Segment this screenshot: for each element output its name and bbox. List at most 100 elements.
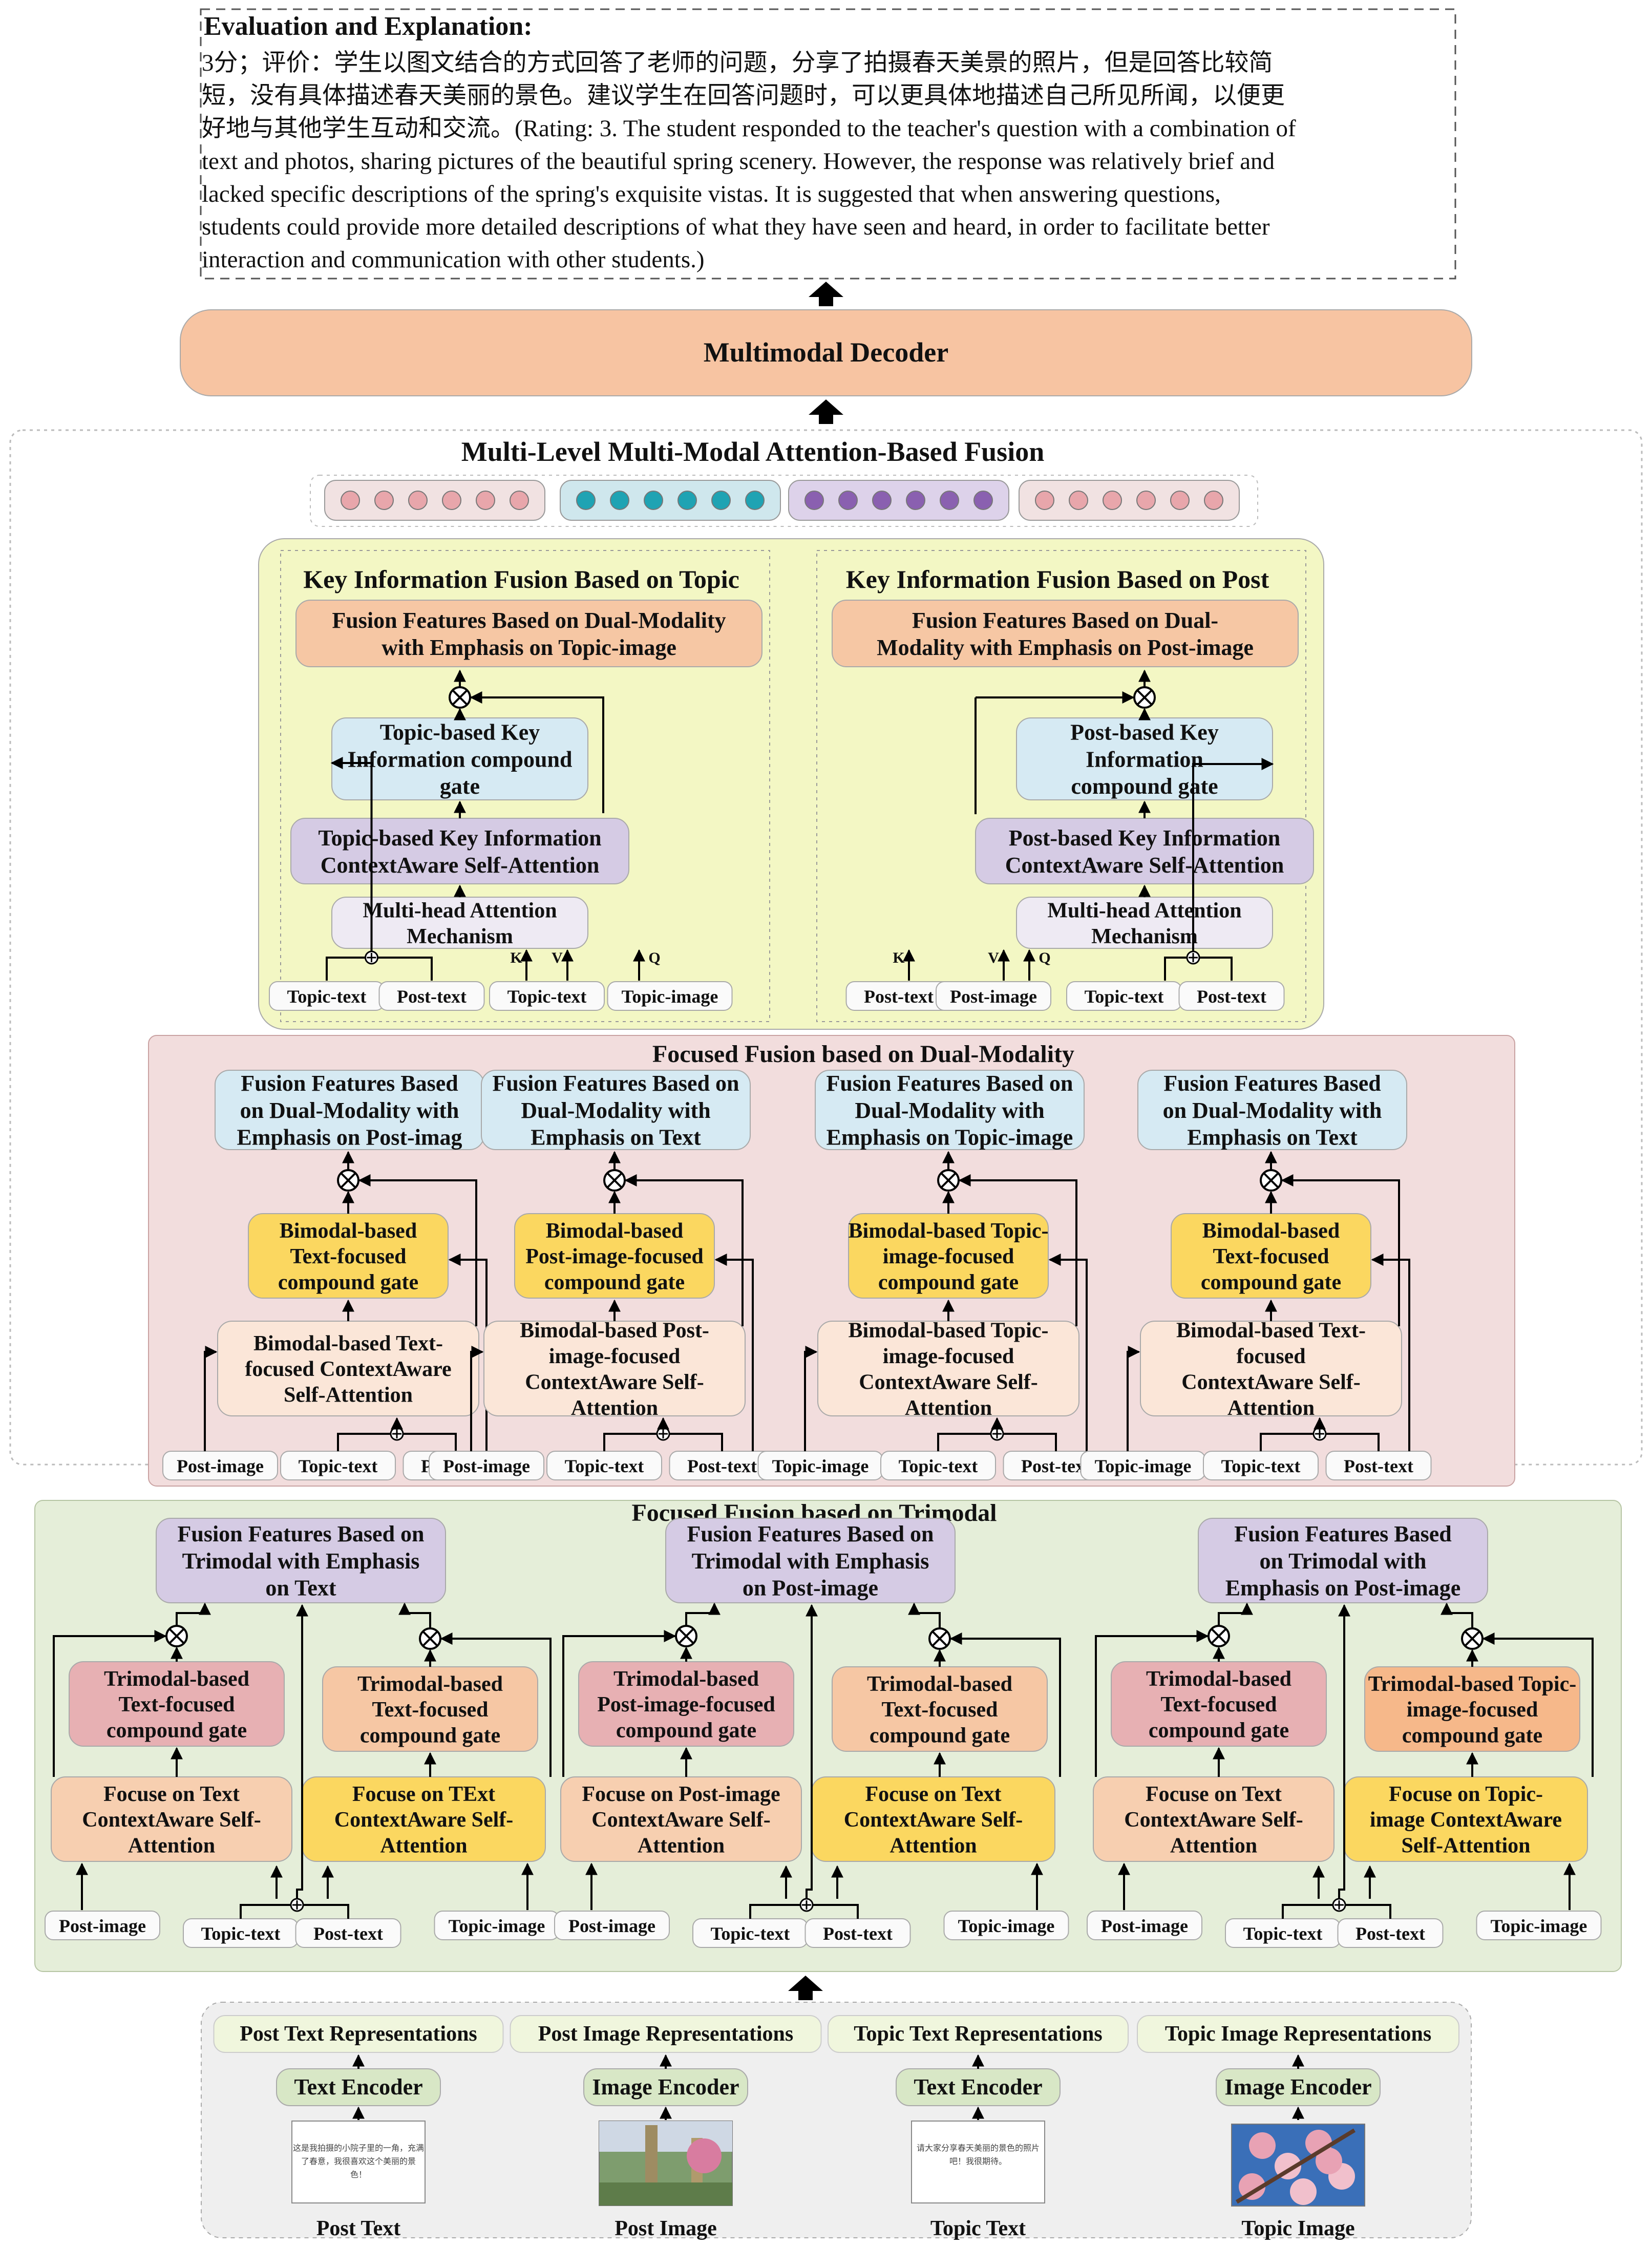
tri-group-2-input-0-label: Post-image	[1101, 1916, 1188, 1936]
key-post-gate-box-label: Information	[1086, 747, 1203, 772]
dual-col-0-fusion-box-label: on Dual-Modality with	[240, 1098, 459, 1123]
key-topic-input-3	[607, 981, 733, 1011]
fusion-title: Multi-Level Multi-Modal Attention-Based …	[461, 436, 1044, 467]
dual-col-1-input-2-label: Post-text	[687, 1456, 757, 1476]
dual-col-0-add-right	[403, 1433, 457, 1451]
feature-dot	[341, 491, 360, 510]
feature-dot	[1204, 491, 1223, 510]
tri-group-1-gate-left-label: Trimodal-based	[613, 1667, 759, 1691]
tri-group-0-input-0-label: Post-image	[59, 1916, 146, 1936]
key-topic-input-2	[489, 981, 605, 1011]
tri-group-0-input-3-label: Topic-image	[449, 1916, 545, 1936]
decoder-label: Multimodal Decoder	[704, 337, 948, 368]
dual-col-3-input-0-label: Topic-image	[1095, 1456, 1192, 1476]
tri-group-2-attn-left	[1093, 1776, 1335, 1862]
dual-col-2-fusion-box-label: Fusion Features Based on	[826, 1071, 1073, 1096]
evaluation-line: text and photos, sharing pictures of the…	[202, 148, 1275, 175]
encoder-col-2-doc-line: 请大家分享春天美丽的景色的照片	[917, 2144, 1040, 2153]
key-topic-input-3-label: Topic-image	[622, 986, 718, 1007]
dual-col-2-attn-box-label: ContextAware Self-	[859, 1370, 1038, 1394]
dual-col-2-text-in	[1048, 1254, 1088, 1451]
dual-col-2-fusion-box-label: Emphasis on Topic-image	[827, 1125, 1073, 1150]
evaluation-line: 好地与其他学生互动和交流。(Rating: 3. The student res…	[202, 115, 1296, 142]
tri-group-1-attn-right-label: Attention	[889, 1834, 977, 1858]
key-topic-title: Key Information Fusion Based on Topic	[303, 565, 739, 593]
tri-group-1-input-1-label: Topic-text	[711, 1923, 790, 1944]
encoder-col-2-caption: Topic Text	[930, 2217, 1026, 2240]
dual-col-3-gate-box-label: Text-focused	[1213, 1245, 1329, 1268]
dual-col-3-text-in	[1371, 1254, 1410, 1451]
key-post-residual	[1192, 758, 1274, 951]
tri-group-2-arrow-left	[1218, 1602, 1253, 1626]
key-post-fusion-box-label: Fusion Features Based on Dual-	[912, 608, 1218, 633]
dual-col-0-gate-box-label: Text-focused	[290, 1245, 406, 1268]
dual-col-3-attn-box-label: ContextAware Self-	[1181, 1370, 1361, 1394]
feature-vector-3	[1019, 480, 1240, 521]
feature-dot	[442, 491, 461, 510]
tri-group-1-gate-left-label: compound gate	[616, 1719, 756, 1743]
key-post-frame	[816, 550, 1306, 1022]
key-topic-multiply-x2	[452, 689, 468, 706]
encoder-col-3-photo-blossom	[1316, 2148, 1342, 2174]
feature-dot	[1069, 491, 1088, 510]
tri-group-0-gate-left-label: compound gate	[107, 1719, 247, 1743]
dual-col-1-gate-box-label: compound gate	[544, 1271, 685, 1295]
key-topic-frame	[280, 550, 770, 1022]
tri-group-0-attn-right-label: Focuse on TExt	[352, 1783, 495, 1806]
dual-col-2-attn-box-label: Attention	[905, 1396, 992, 1420]
key-topic-input-0-label: Topic-text	[287, 986, 367, 1007]
encoder-col-3-photo-blossom	[1290, 2178, 1317, 2205]
dual-col-0-input-0-label: Post-image	[177, 1456, 264, 1476]
key-topic-fusion-box	[295, 600, 763, 667]
dual-col-2-add-left	[937, 1433, 991, 1451]
tri-group-1-arrow-right	[908, 1602, 941, 1628]
tri-group-2-loop-right	[1482, 1633, 1594, 1777]
tri-group-2-attn-right-label: image ContextAware	[1370, 1808, 1562, 1832]
key-post-gate-box-label: Post-based Key	[1070, 720, 1219, 745]
encoder-col-2-document	[911, 2121, 1045, 2203]
feature-dot	[711, 491, 731, 510]
key-post-fusion-box	[832, 600, 1299, 667]
tri-group-0-fusion-box-label: Trimodal with Emphasis	[182, 1549, 420, 1574]
dual-col-3-fusion-box-label: on Dual-Modality with	[1163, 1098, 1382, 1123]
tri-group-0-add-right	[303, 1904, 349, 1919]
tri-group-1-attn-left-label: Attention	[638, 1834, 725, 1858]
key-post-v: V	[988, 949, 999, 966]
dual-col-0-loop	[358, 1174, 477, 1326]
dual-col-1-loop	[624, 1174, 744, 1326]
dual-col-1-fusion-box-label: Dual-Modality with	[521, 1098, 710, 1123]
dual-col-3-multiply-x2	[1263, 1172, 1279, 1189]
key-post-q: Q	[1039, 949, 1050, 966]
feature-dot	[838, 491, 858, 510]
encoder-col-2-encoder-label: Text Encoder	[914, 2074, 1042, 2100]
dual-col-2-input-2-label: Post-text	[1021, 1456, 1091, 1476]
key-topic-gate-box-label: Information compound	[348, 747, 573, 772]
key-topic-attn-box-label: ContextAware Self-Attention	[321, 853, 600, 878]
tri-group-1-gate-right-label: Text-focused	[881, 1698, 998, 1722]
tri-group-2-input-1-label: Topic-text	[1243, 1923, 1323, 1944]
tri-group-0-gate-right-label: compound gate	[360, 1724, 500, 1748]
evaluation-line: interaction and communication with other…	[202, 246, 705, 273]
dual-col-0-attn-box-label: focused ContextAware	[245, 1358, 451, 1381]
tri-group-0-input-1-label: Topic-text	[201, 1923, 281, 1944]
key-post-mha-box-label: Mechanism	[1091, 925, 1198, 948]
tri-group-1-loop-right	[949, 1633, 1061, 1777]
dual-col-1-attn-box-label: Bimodal-based Post-	[520, 1319, 709, 1343]
dual-col-1-multiply-x2	[606, 1172, 623, 1189]
tri-group-2-input-2-label: Post-text	[1356, 1923, 1425, 1944]
dual-col-2-gate-box-label: image-focused	[883, 1245, 1014, 1268]
dual-col-2-gate-box-label: compound gate	[878, 1271, 1019, 1295]
tri-group-0-add-up-main	[296, 1604, 308, 1899]
evaluation-line: 短，没有具体描述春天美丽的景色。建议学生在回答问题时，可以更具体地描述自己所见所…	[202, 82, 1285, 109]
dual-col-2-loop	[958, 1174, 1077, 1326]
encoder-col-0-encoder-label: Text Encoder	[294, 2074, 422, 2100]
tri-group-0-input-0	[45, 1911, 160, 1940]
dual-col-3-gate-box-label: Bimodal-based	[1202, 1219, 1340, 1243]
tri-group-0-attn-right-label: ContextAware Self-	[334, 1808, 514, 1832]
key-post-fusion-box-label: Modality with Emphasis on Post-image	[877, 635, 1254, 660]
feature-dot	[476, 491, 495, 510]
tri-group-2-attn-right-label: Self-Attention	[1402, 1834, 1531, 1858]
encoder-col-2-repr-label: Topic Text Representations	[854, 2022, 1102, 2046]
encoder-col-3-photo-branch	[1235, 2128, 1356, 2204]
tri-group-1-add-left	[749, 1904, 800, 1919]
